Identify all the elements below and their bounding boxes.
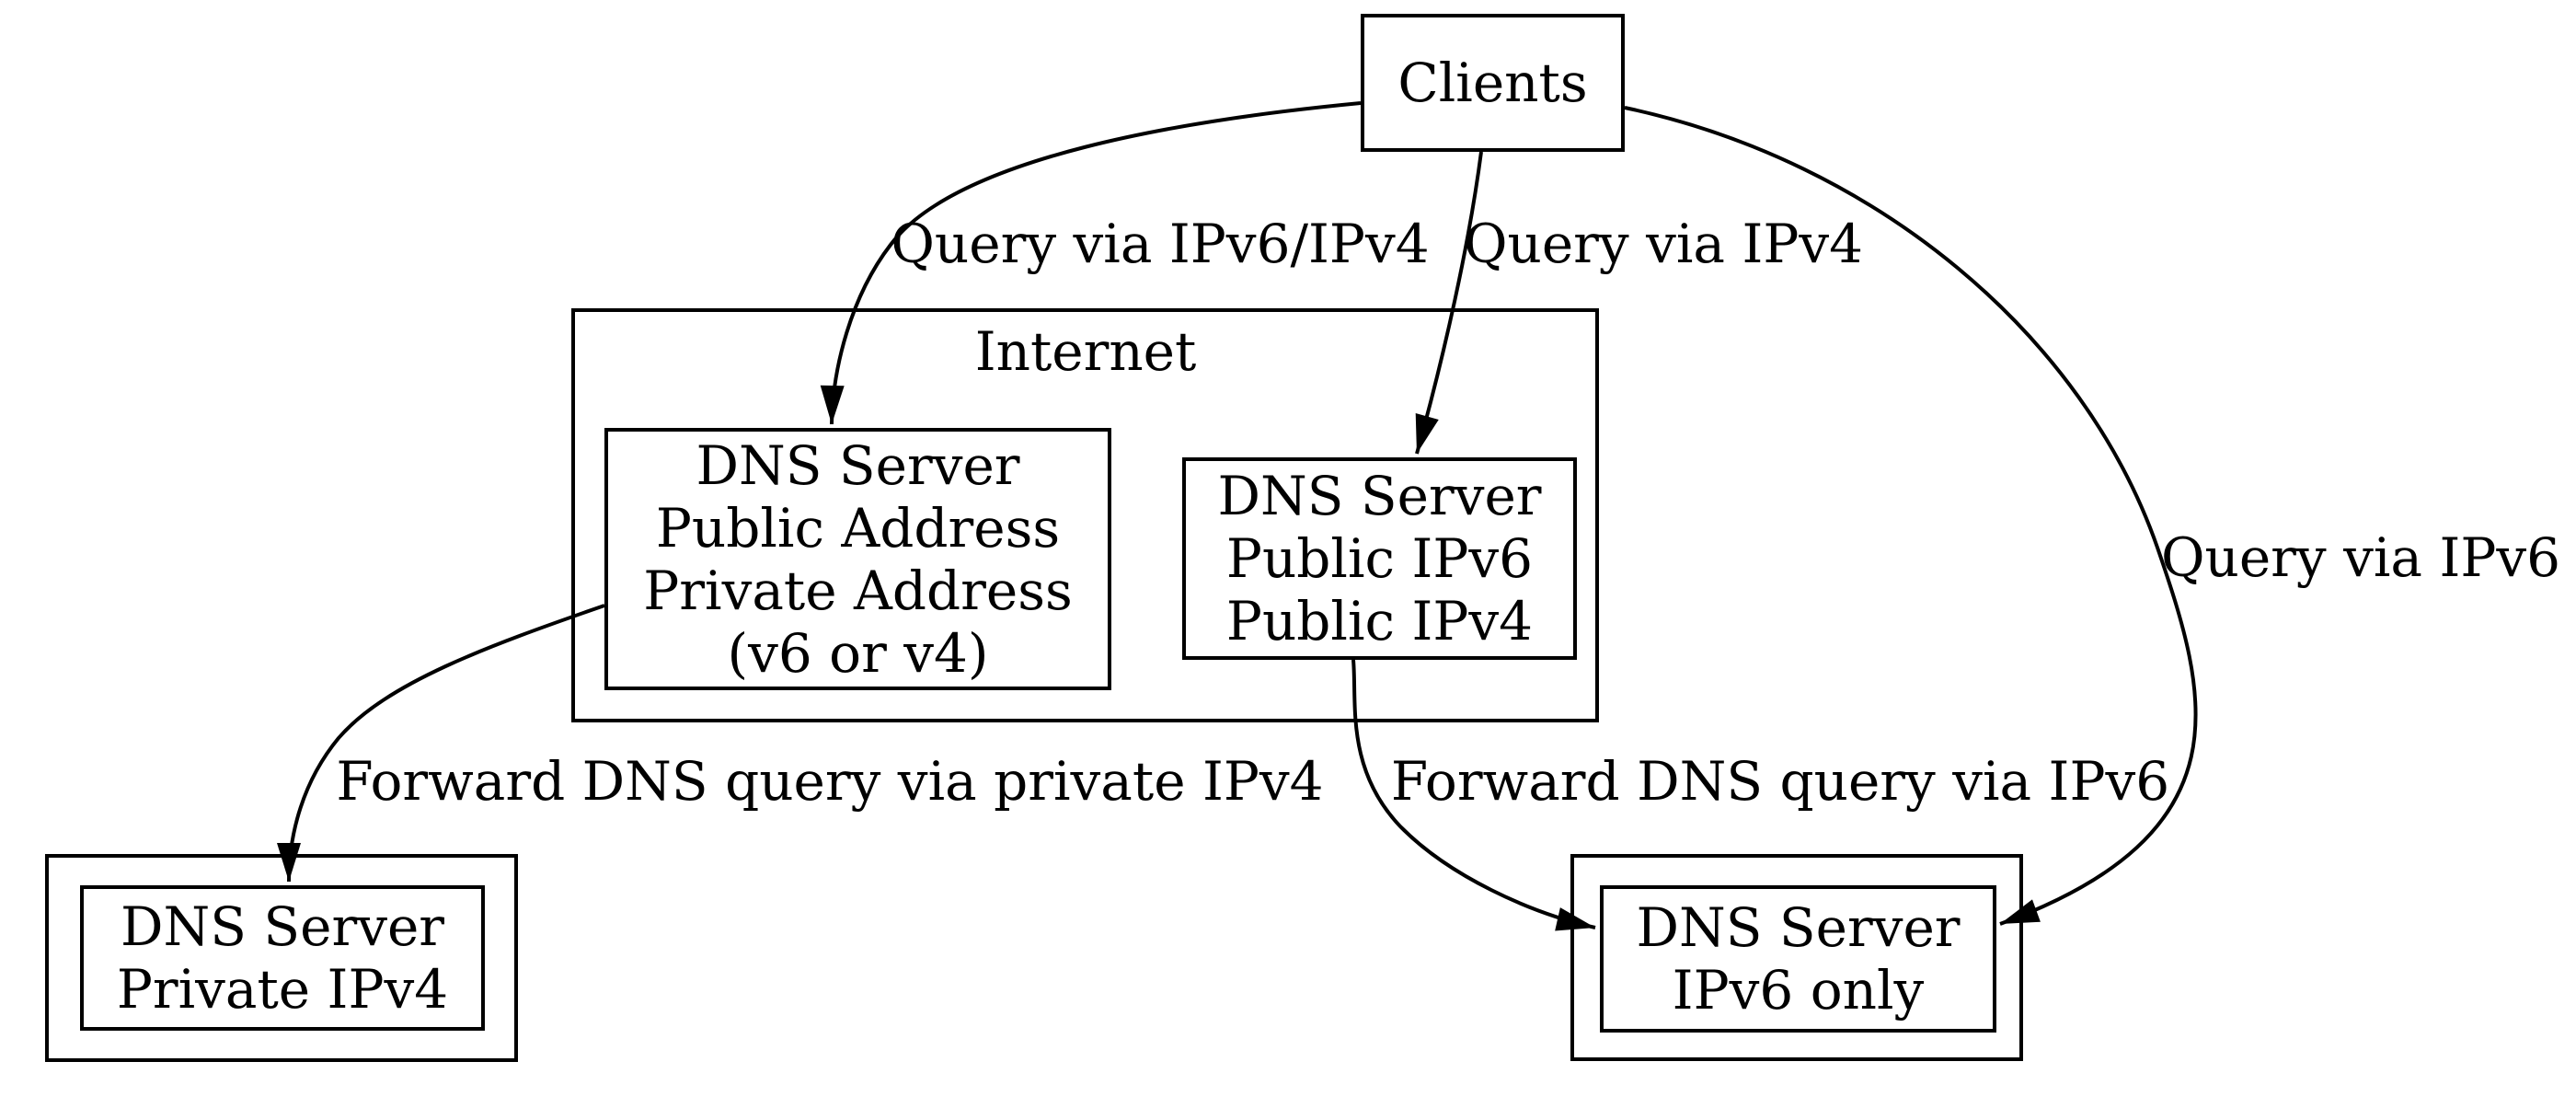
cluster-internet-label: Internet <box>974 320 1197 383</box>
node-dns-public-ipv6-ipv4: DNS Server Public IPv6 Public IPv4 <box>1182 457 1577 660</box>
node-dns-ipv6-only: DNS Server IPv6 only <box>1600 885 1996 1033</box>
edge-label-forward-ipv6: Forward DNS query via IPv6 <box>1390 750 2170 813</box>
node-line: DNS Server <box>1636 896 1961 959</box>
node-line: DNS Server <box>696 433 1020 497</box>
node-clients: Clients <box>1361 14 1625 152</box>
node-line: Private IPv4 <box>116 958 449 1021</box>
node-dns-private-ipv4: DNS Server Private IPv4 <box>80 885 485 1031</box>
edge-label-query-via-ipv6: Query via IPv6 <box>2160 526 2561 589</box>
node-line: IPv6 only <box>1672 959 1925 1021</box>
node-line: Public IPv6 <box>1225 527 1534 590</box>
node-line: (v6 or v4) <box>727 621 989 685</box>
node-line: DNS Server <box>1217 465 1542 527</box>
node-line: DNS Server <box>120 895 445 958</box>
edge-label-forward-private-ipv4: Forward DNS query via private IPv4 <box>336 750 1324 813</box>
node-clients-label: Clients <box>1397 52 1588 114</box>
edge-label-query-via-ipv4: Query via IPv4 <box>1463 213 1864 275</box>
node-dns-public-private: DNS Server Public Address Private Addres… <box>604 428 1111 690</box>
node-line: Public IPv4 <box>1225 590 1534 652</box>
edge-public-private-to-private-ipv4 <box>277 604 605 883</box>
edge-label-query-via-ipv6-ipv4: Query via IPv6/IPv4 <box>891 213 1430 275</box>
node-line: Public Address <box>655 496 1061 560</box>
node-line: Private Address <box>643 559 1073 622</box>
